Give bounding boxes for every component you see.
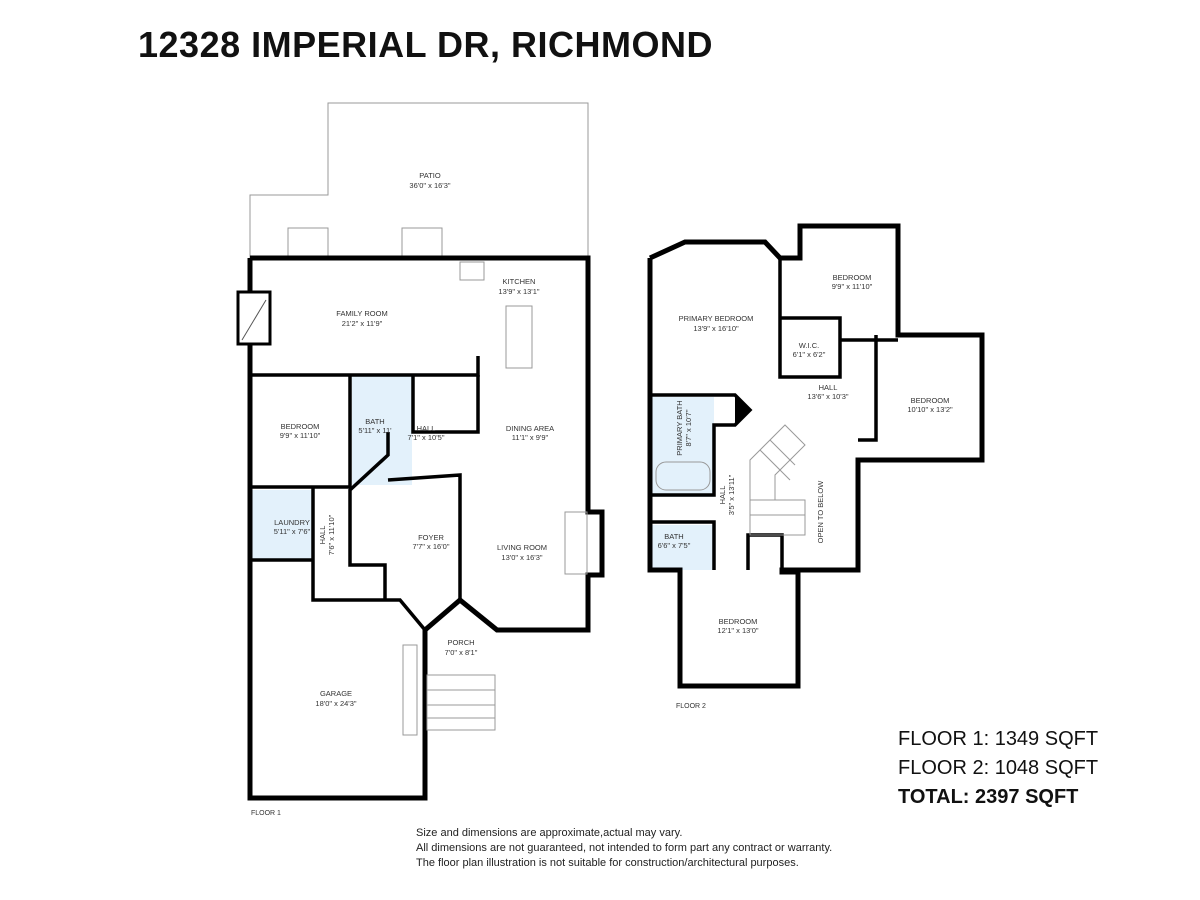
- floor-2-plan: [647, 223, 985, 689]
- exterior-wall: [247, 255, 605, 801]
- room-name: FAMILY ROOM: [336, 309, 387, 318]
- room-dims: 13'0" x 16'3": [501, 553, 542, 562]
- fireplace: [236, 290, 272, 346]
- room-name: PATIO: [419, 171, 441, 180]
- wall-column: [735, 395, 750, 425]
- room-name: BEDROOM: [833, 273, 872, 282]
- bath-fill: [652, 525, 714, 570]
- interior-wall: [311, 487, 427, 632]
- room-dims: 13'6" x 10'3": [807, 392, 848, 401]
- room-dims: 36'0" x 16'3": [409, 181, 450, 190]
- interior-wall: [778, 258, 842, 379]
- disclaimer: Size and dimensions are approximate,actu…: [416, 826, 832, 871]
- room-dims: 21'2" x 11'9": [342, 319, 383, 328]
- room-name: HALL: [417, 424, 436, 433]
- room-dims: 8'7" x 10'7": [684, 409, 693, 446]
- floor-1-label: FLOOR 1: [251, 810, 281, 817]
- room-name: BATH: [365, 417, 384, 426]
- room-name: LAUNDRY: [274, 518, 310, 527]
- room-name: W.I.C.: [799, 341, 819, 350]
- total-sqft: TOTAL: 2397 SQFT: [898, 786, 1079, 808]
- floor-2-labels: PRIMARY BEDROOM 13'9" x 16'10" BEDROOM 9…: [658, 273, 953, 710]
- room-dims: 9'9" x 11'10": [832, 282, 873, 291]
- patio-outline: [249, 102, 589, 258]
- room-name: PRIMARY BATH: [675, 400, 684, 455]
- kitchen-island: [505, 305, 533, 369]
- room-name: KITCHEN: [503, 277, 536, 286]
- interior-wall: [411, 375, 480, 434]
- floor-1-labels: PATIO 36'0" x 16'3" KITCHEN 13'9" x 13'1…: [251, 171, 554, 817]
- interior-wall: [650, 520, 716, 570]
- disclaimer-line: Size and dimensions are approximate,actu…: [416, 827, 683, 839]
- floor-2-label: FLOOR 2: [676, 703, 706, 710]
- page-title: 12328 IMPERIAL DR, RICHMOND: [138, 24, 713, 65]
- kitchen-counter: [459, 261, 485, 281]
- interior-wall: [387, 473, 462, 600]
- open-to-below-label: OPEN TO BELOW: [816, 480, 825, 544]
- room-dims: 13'9" x 16'10": [693, 324, 739, 333]
- room-dims: 6'6" x 7'5": [658, 541, 691, 550]
- disclaimer-line: All dimensions are not guaranteed, not i…: [416, 842, 833, 854]
- floor-1-sqft: FLOOR 1: 1349 SQFT: [898, 728, 1099, 750]
- patio-door: [287, 227, 329, 259]
- room-dims: 5'11" x 11': [358, 426, 392, 435]
- room-name: BEDROOM: [281, 422, 320, 431]
- room-dims: 7'1" x 10'5": [408, 433, 445, 442]
- room-name: HALL: [318, 526, 327, 545]
- room-dims: 6'1" x 6'2": [793, 350, 826, 359]
- room-name: GARAGE: [320, 689, 352, 698]
- room-name: BEDROOM: [911, 396, 950, 405]
- porch-steps: [426, 674, 496, 731]
- room-dims: 12'1" x 13'0": [717, 626, 758, 635]
- room-name: LIVING ROOM: [497, 543, 547, 552]
- room-dims: 7'7" x 16'0": [413, 542, 450, 551]
- floor-2-sqft: FLOOR 2: 1048 SQFT: [898, 757, 1099, 779]
- fireplace-hearth: [564, 511, 588, 575]
- room-name: PRIMARY BEDROOM: [679, 314, 754, 323]
- room-name: BEDROOM: [719, 617, 758, 626]
- room-dims: 18'0" x 24'3": [315, 699, 356, 708]
- room-name: DINING AREA: [506, 424, 554, 433]
- interior-wall: [250, 375, 352, 489]
- bathtub: [655, 461, 711, 491]
- room-dims: 7'6" x 11'10": [327, 514, 336, 555]
- room-dims: 5'11" x 7'6": [274, 527, 311, 536]
- interior-wall: [250, 356, 480, 377]
- room-dims: 9'9" x 11'10": [280, 431, 321, 440]
- room-dims: 11'1" x 9'9": [512, 433, 549, 442]
- disclaimer-line: The floor plan illustration is not suita…: [416, 857, 799, 869]
- room-dims: 10'10" x 13'2": [907, 405, 953, 414]
- exterior-wall: [647, 223, 985, 689]
- floor-1-plan: [236, 102, 605, 801]
- room-dims: 13'9" x 13'1": [498, 287, 539, 296]
- bath-fill: [352, 375, 412, 485]
- patio-door: [401, 227, 443, 259]
- room-name: PORCH: [447, 638, 474, 647]
- room-name: BATH: [664, 532, 683, 541]
- interior-wall: [348, 432, 390, 600]
- laundry-fill: [252, 490, 312, 560]
- room-name: FOYER: [418, 533, 444, 542]
- staircase: [749, 424, 806, 536]
- primary-bath-fill: [652, 397, 714, 497]
- stairs: [402, 644, 418, 736]
- room-dims: 7'0" x 8'1": [445, 648, 478, 657]
- interior-wall: [858, 335, 878, 442]
- room-name: HALL: [718, 486, 727, 505]
- room-name: HALL: [819, 383, 838, 392]
- room-dims: 3'5" x 13'11": [727, 474, 736, 515]
- interior-wall: [746, 533, 784, 570]
- fireplace-hatch: [241, 299, 267, 341]
